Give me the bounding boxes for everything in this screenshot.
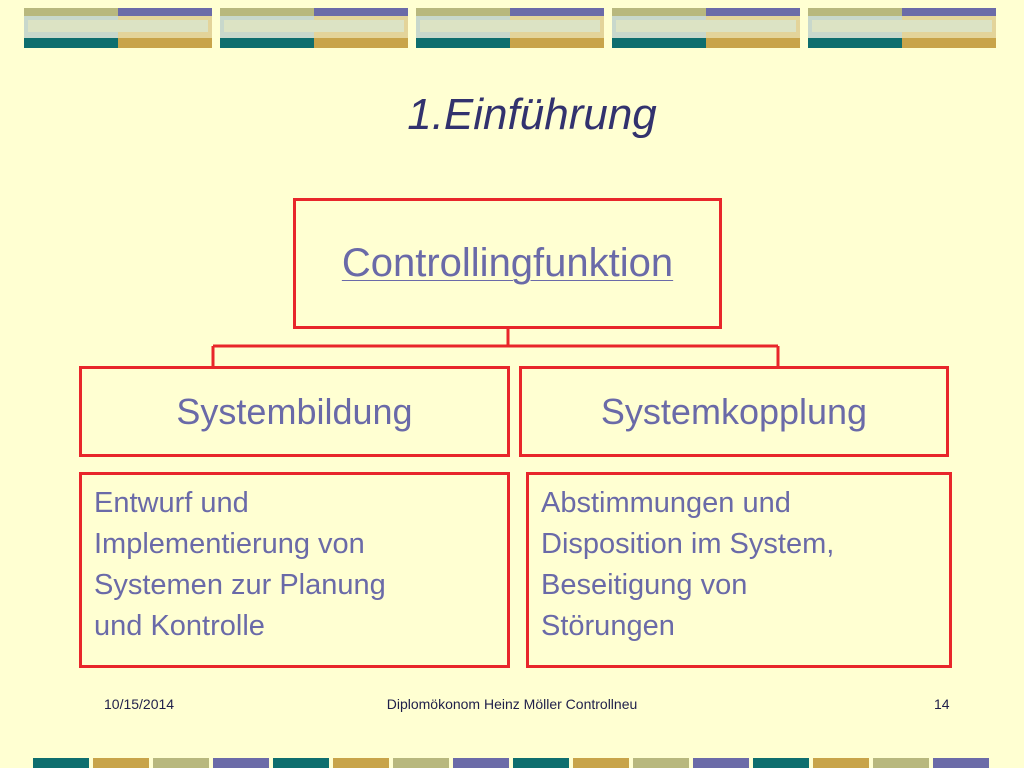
banner-block [118, 8, 212, 16]
banner-block [33, 758, 89, 768]
banner-block [633, 758, 689, 768]
banner-block [573, 758, 629, 768]
banner-block [612, 8, 706, 16]
root-node-label[interactable]: Controllingfunktion [341, 241, 674, 285]
banner-block [510, 38, 604, 48]
banner-block [616, 20, 796, 32]
decorative-banner-bottom [33, 758, 989, 768]
description-line: Störungen [541, 610, 675, 642]
description-line: Disposition im System, [541, 528, 835, 560]
banner-block [420, 20, 600, 32]
banner-block [24, 8, 118, 16]
banner-block [513, 758, 569, 768]
banner-block [510, 8, 604, 16]
page-number: 14 [934, 696, 950, 712]
banner-block [220, 38, 314, 48]
description-line: Systemen zur Planung [94, 569, 386, 601]
banner-block [314, 8, 408, 16]
banner-block [808, 38, 902, 48]
banner-block [693, 758, 749, 768]
banner-block [333, 758, 389, 768]
footer-author: Diplomökonom Heinz Möller Controllneu [386, 696, 638, 712]
banner-block [118, 38, 212, 48]
banner-block [612, 38, 706, 48]
banner-block [902, 8, 996, 16]
description-line: Implementierung von [94, 528, 365, 560]
banner-block [224, 20, 404, 32]
banner-block [28, 20, 208, 32]
banner-block [753, 758, 809, 768]
banner-block [314, 38, 408, 48]
banner-block [808, 8, 902, 16]
banner-block [153, 758, 209, 768]
description-box-systembildung: Entwurf und Implementierung von Systemen… [79, 472, 510, 668]
banner-block [453, 758, 509, 768]
banner-block [93, 758, 149, 768]
root-node-controllingfunktion[interactable]: Controllingfunktion [293, 198, 722, 329]
description-box-systemkopplung: Abstimmungen und Disposition im System, … [526, 472, 952, 668]
banner-block [873, 758, 929, 768]
banner-block [213, 758, 269, 768]
banner-block [220, 8, 314, 16]
banner-block [393, 758, 449, 768]
child-node-label-right: Systemkopplung [600, 390, 868, 432]
banner-block [416, 38, 510, 48]
banner-block [813, 758, 869, 768]
banner-block [902, 38, 996, 48]
description-line: Beseitigung von [541, 569, 748, 601]
slide-title: 1.Einführung [407, 90, 657, 139]
banner-block [706, 8, 800, 16]
description-line: und Kontrolle [94, 610, 265, 642]
child-node-label-left: Systembildung [176, 390, 413, 432]
child-node-systembildung: Systembildung [79, 366, 510, 457]
banner-block [24, 38, 118, 48]
decorative-banner-top [24, 8, 996, 48]
description-line: Abstimmungen und [541, 487, 791, 519]
description-line: Entwurf und [94, 487, 249, 519]
banner-block [933, 758, 989, 768]
child-node-systemkopplung: Systemkopplung [519, 366, 949, 457]
banner-block [706, 38, 800, 48]
banner-block [273, 758, 329, 768]
banner-block [416, 8, 510, 16]
banner-block [812, 20, 992, 32]
footer-date: 10/15/2014 [104, 696, 175, 712]
